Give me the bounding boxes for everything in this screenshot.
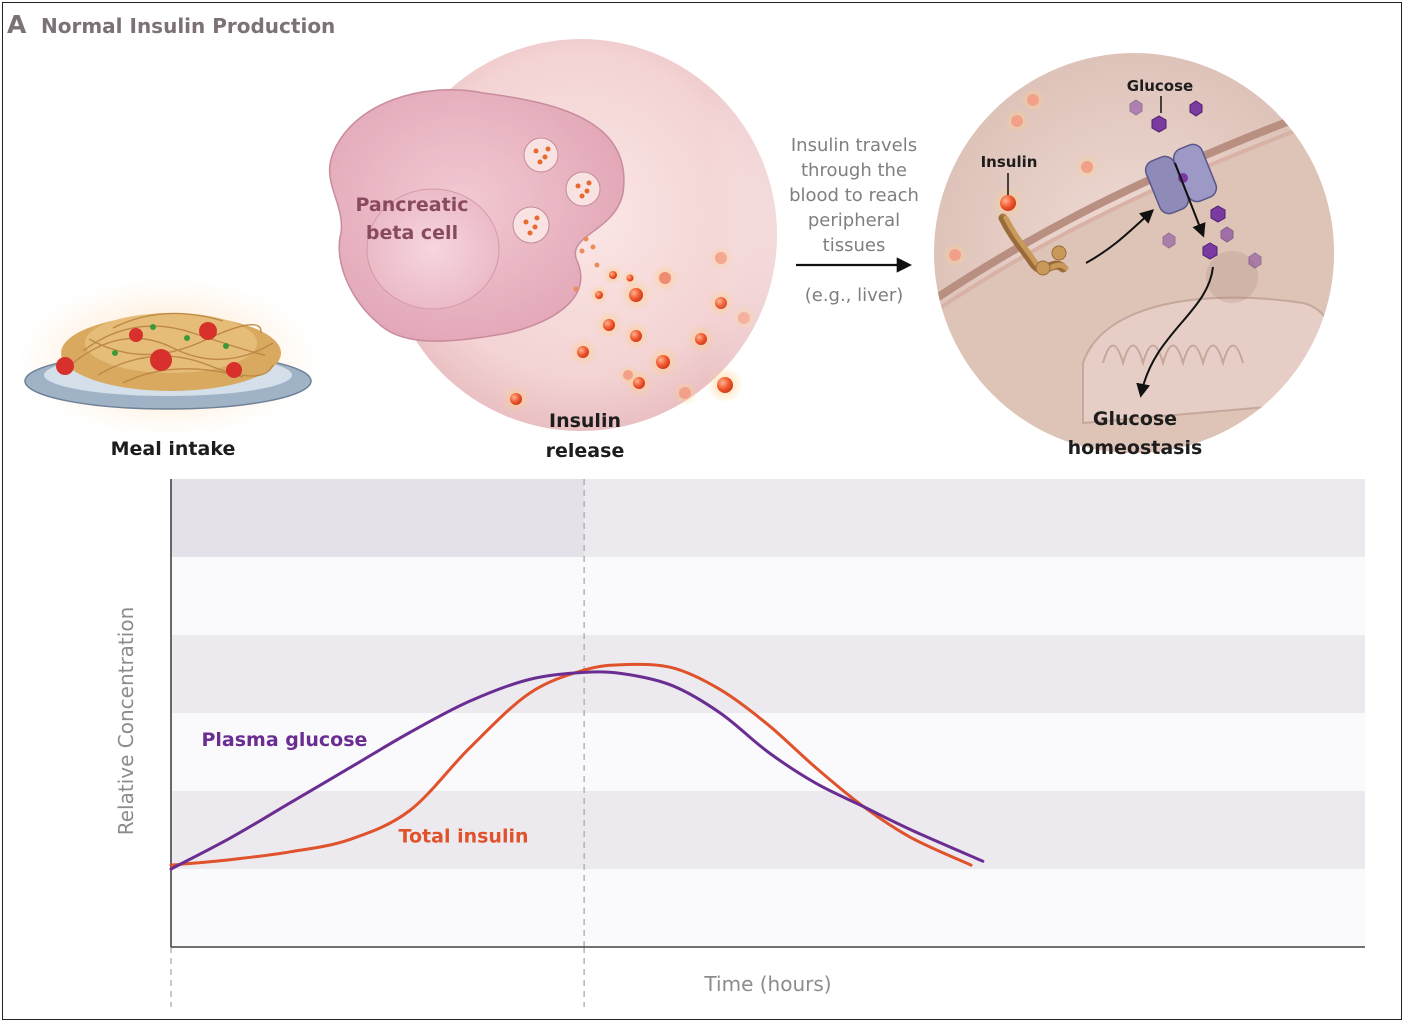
tissue-bubble: [934, 53, 1334, 453]
plasma-glucose-line: [169, 670, 985, 871]
free-insulin-granules: [943, 88, 1099, 267]
pre-meal-shade: [171, 479, 585, 557]
spaghetti-plate-icon: [18, 278, 318, 438]
chart-band: [171, 791, 1365, 869]
beta-cell-label-line2: beta cell: [366, 222, 458, 244]
glucose-molecules: [1129, 99, 1262, 269]
glucose-entry-arrow-icon: [1174, 162, 1206, 238]
meal-intake-label: Meal intake: [111, 438, 236, 460]
chart-band: [171, 869, 1365, 947]
tissue-insulin-label: Insulin: [981, 153, 1038, 171]
travel-line-2: through the: [801, 160, 907, 181]
series-layer: [169, 662, 985, 871]
chart-bands: [171, 479, 1365, 947]
travel-line-4: peripheral: [808, 210, 900, 231]
insulin-receptor-icon: [992, 173, 1069, 276]
insulin-release-label-line2: release: [546, 440, 625, 462]
y-axis-label: Relative Concentration: [114, 607, 138, 836]
travel-line-1: Insulin travels: [791, 135, 917, 156]
panel-letter: A: [7, 10, 27, 39]
total-insulin-label: Total insulin: [399, 825, 529, 847]
chart-band: [171, 635, 1365, 713]
travel-line-5: tissues: [823, 235, 886, 256]
chart-band: [171, 479, 1365, 557]
homeostasis-label-line2: homeostasis: [1068, 437, 1203, 459]
plasma-glucose-label: Plasma glucose: [201, 729, 367, 751]
beta-cell-label-line1: Pancreatic: [356, 194, 469, 216]
homeostasis-arrow-icon: [1136, 266, 1214, 398]
figure-svg: A Normal Insulin Production Meal intake: [7, 10, 1365, 1007]
chart-band: [171, 557, 1365, 635]
beta-cell-bubble: [328, 39, 777, 431]
homeostasis-label-line1: Glucose: [1093, 408, 1177, 430]
travel-example: (e.g., liver): [805, 285, 904, 306]
insulin-release-label-line1: Insulin: [549, 410, 621, 432]
concentration-chart: Time (hours) Relative Concentration Plas…: [114, 479, 1365, 1007]
travel-caption: Insulin travels through the blood to rea…: [789, 135, 919, 306]
x-axis-label: Time (hours): [703, 972, 831, 996]
tissue-glucose-label: Glucose: [1127, 77, 1193, 95]
travel-line-3: blood to reach: [789, 185, 919, 206]
total-insulin-line: [169, 662, 973, 867]
panel-title: Normal Insulin Production: [41, 14, 335, 38]
signal-arrow-icon: [1085, 209, 1155, 264]
